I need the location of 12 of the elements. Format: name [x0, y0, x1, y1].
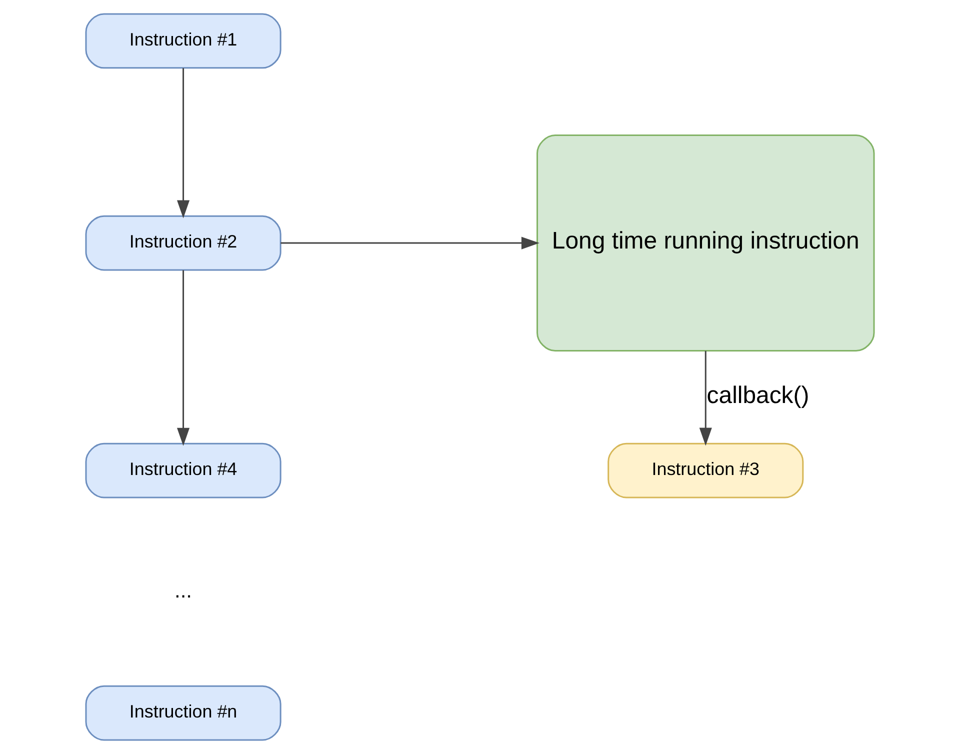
arrow: [176, 270, 190, 446]
label: ...: [174, 579, 192, 602]
arrow: [280, 236, 540, 250]
node-box: Instruction #4: [85, 442, 282, 498]
node-box: Instruction #3: [608, 442, 804, 498]
node-box: Instruction #1: [85, 13, 282, 69]
edge-label: callback(): [706, 382, 810, 409]
arrow: [176, 68, 190, 218]
node-box: Instruction #n: [85, 685, 282, 741]
node-box: Long time running instruction: [536, 134, 875, 352]
arrow: [699, 350, 712, 446]
node-box: Instruction #2: [85, 215, 282, 271]
